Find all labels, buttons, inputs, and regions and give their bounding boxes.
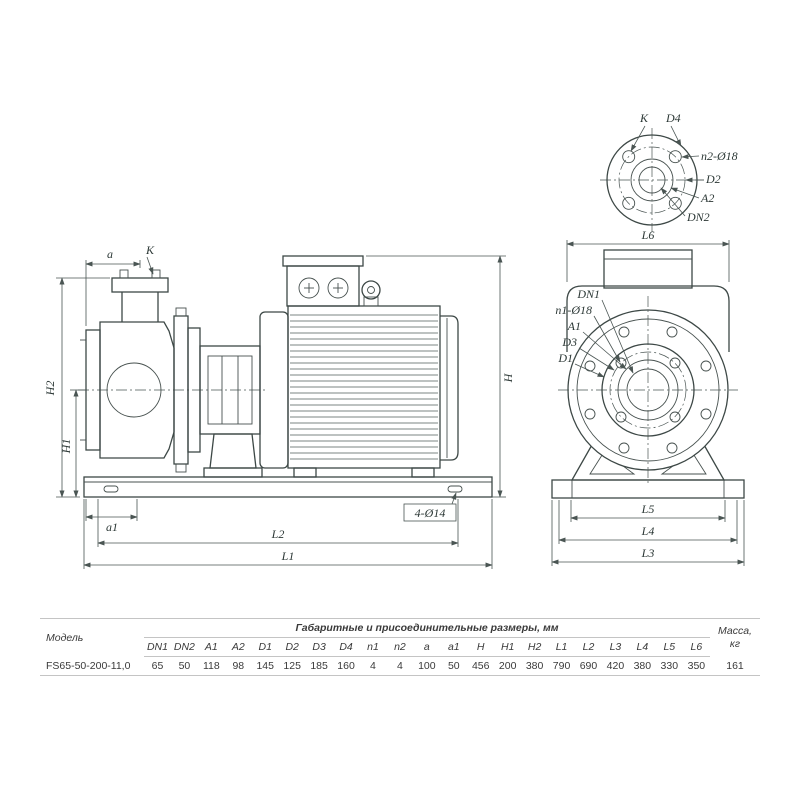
- motor-front: [566, 285, 730, 352]
- label-DN1: DN1: [576, 287, 600, 301]
- label-n2: n2-Ø18: [701, 149, 738, 163]
- dim-col-header: L5: [655, 637, 683, 657]
- dim-value-cell: 125: [278, 656, 306, 676]
- dim-value-cell: 4: [386, 656, 414, 676]
- label-H2: H2: [43, 381, 57, 397]
- dim-value-cell: 50: [440, 656, 468, 676]
- side-view: [78, 255, 493, 498]
- label-DN2: DN2: [686, 210, 710, 224]
- dim-value-cell: 380: [628, 656, 656, 676]
- discharge-flange: [111, 277, 169, 293]
- dim-col-header: D1: [251, 637, 279, 657]
- terminal-box-lid: [282, 255, 364, 267]
- label-D1: D1: [557, 351, 573, 365]
- dim-col-header: L4: [628, 637, 656, 657]
- flange-view: K D4 n2-Ø18 D2 A2 DN2: [600, 111, 738, 232]
- label-a: a: [107, 247, 113, 261]
- terminal-box: [286, 265, 360, 307]
- label-D2: D2: [705, 172, 721, 186]
- label-A1: A1: [567, 319, 581, 333]
- dim-col-header: L3: [601, 637, 629, 657]
- label-L2: L2: [271, 527, 285, 541]
- label-D3: D3: [561, 335, 577, 349]
- dim-col-header: L1: [548, 637, 575, 657]
- dim-col-header: DN1: [144, 637, 171, 657]
- model-column-header: Модель: [46, 631, 84, 644]
- dim-value-cell: 690: [575, 656, 602, 676]
- mass-column-header: Масса,кг: [718, 625, 752, 650]
- dim-value-cell: 100: [413, 656, 441, 676]
- dim-col-header: L2: [575, 637, 602, 657]
- dim-value-cell: 145: [251, 656, 279, 676]
- dimensions-table-section: Модель Габаритные и присоединительные ра…: [40, 618, 760, 676]
- label-A2: A2: [700, 191, 714, 205]
- terminal-box-front: [603, 249, 693, 289]
- dim-value-cell: 380: [521, 656, 549, 676]
- dim-value-cell: 420: [601, 656, 629, 676]
- table-row: FS65-50-200-11,0 65 50 118 98 145 125 18…: [40, 656, 760, 676]
- dim-value-cell: 4: [359, 656, 387, 676]
- dim-col-header: D4: [332, 637, 360, 657]
- pump-technical-drawing: a K H2 H1 H a1 L2 L1 4-Ø14: [43, 111, 745, 569]
- label-n1: n1-Ø18: [555, 303, 592, 317]
- label-L5: L5: [641, 502, 655, 516]
- dim-col-header: n2: [386, 637, 414, 657]
- baseplate: [83, 476, 493, 498]
- dim-col-header: D2: [278, 637, 306, 657]
- dim-col-header: D3: [305, 637, 333, 657]
- mass-value-cell: 161: [710, 656, 760, 676]
- dim-col-header: a1: [440, 637, 468, 657]
- table-group-title: Габаритные и присоединительные размеры, …: [144, 618, 710, 638]
- dim-value-cell: 790: [548, 656, 575, 676]
- label-L1: L1: [281, 549, 295, 563]
- front-view-dimensions: L6 DN1 n1-Ø18 A1 D3 D1 L5 L4 L3: [551, 228, 745, 566]
- dimensions-table: Модель Габаритные и присоединительные ра…: [40, 618, 760, 676]
- dim-value-cell: 456: [467, 656, 495, 676]
- label-D4: D4: [665, 111, 681, 125]
- label-a1: a1: [106, 520, 118, 534]
- baseplate-front: [551, 479, 745, 499]
- dim-value-cell: 200: [494, 656, 522, 676]
- dim-col-header: a: [413, 637, 441, 657]
- dim-value-cell: 118: [197, 656, 225, 676]
- dim-col-header: L6: [682, 637, 710, 657]
- dim-value-cell: 330: [655, 656, 683, 676]
- side-view-dimensions: a K H2 H1 H a1 L2 L1 4-Ø14: [43, 243, 515, 569]
- dim-col-header: H1: [494, 637, 522, 657]
- lifting-eye: [361, 280, 381, 300]
- dim-col-header: DN2: [170, 637, 198, 657]
- dim-value-cell: 350: [682, 656, 710, 676]
- dim-value-cell: 50: [170, 656, 198, 676]
- front-view: [551, 249, 745, 499]
- dim-value-cell: 98: [224, 656, 252, 676]
- label-K-side: K: [145, 243, 155, 257]
- label-L4: L4: [641, 524, 655, 538]
- motor-fan-cover: [440, 315, 459, 461]
- label-K-flange: K: [639, 111, 649, 125]
- dim-value-cell: 185: [305, 656, 333, 676]
- dim-col-header: H: [467, 637, 495, 657]
- label-base-holes: 4-Ø14: [415, 506, 446, 520]
- label-L6: L6: [641, 228, 655, 242]
- model-cell: FS65-50-200-11,0: [40, 656, 144, 676]
- dim-col-header: A1: [197, 637, 225, 657]
- dim-col-header: H2: [521, 637, 549, 657]
- dim-value-cell: 160: [332, 656, 360, 676]
- dim-value-cell: 65: [144, 656, 171, 676]
- label-L3: L3: [641, 546, 655, 560]
- label-H1: H1: [59, 439, 73, 455]
- dim-col-header: A2: [224, 637, 252, 657]
- label-H: H: [501, 372, 515, 383]
- dim-col-header: n1: [359, 637, 387, 657]
